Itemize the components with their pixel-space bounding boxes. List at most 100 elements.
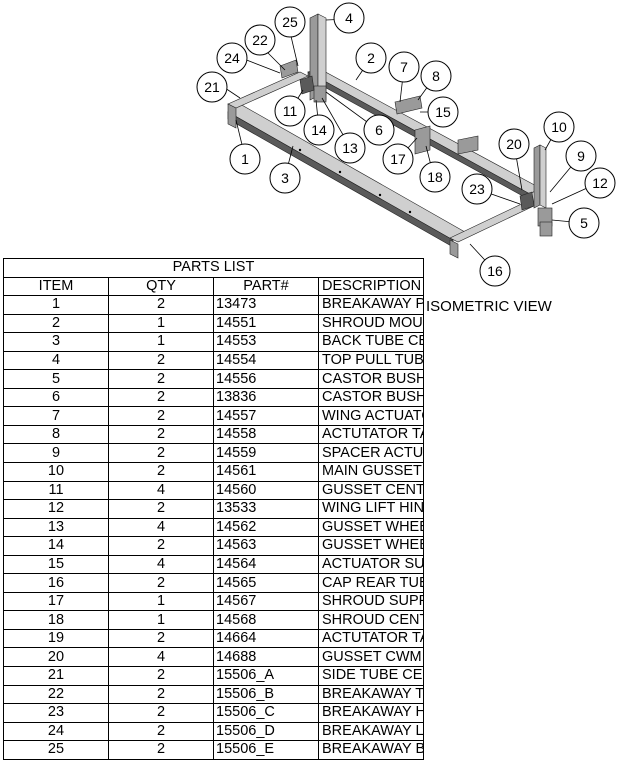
- cell-description: BREAKAWAY BOTTOMING SPACER: [318, 740, 424, 760]
- balloon-16: 16: [479, 255, 511, 287]
- cell-item: 13: [3, 517, 109, 538]
- cell-qty: 2: [108, 573, 214, 593]
- cell-qty: 2: [108, 350, 214, 371]
- cell-part: 14688: [213, 647, 319, 668]
- cell-item: 23: [3, 703, 109, 723]
- balloon-3: 3: [269, 162, 301, 194]
- cell-qty: 2: [108, 443, 214, 464]
- svg-text:14: 14: [311, 122, 327, 138]
- cell-qty: 1: [108, 591, 214, 612]
- header-description: DESCRIPTION: [318, 276, 424, 297]
- balloon-10: 10: [543, 111, 575, 143]
- balloon-24: 24: [216, 42, 248, 74]
- svg-text:18: 18: [427, 169, 443, 185]
- svg-text:11: 11: [283, 103, 298, 119]
- svg-text:22: 22: [252, 32, 268, 48]
- cell-part: 14557: [213, 406, 319, 426]
- cell-qty: 1: [108, 313, 214, 334]
- cell-qty: 2: [108, 666, 214, 686]
- cell-description: GUSSET WHEEL SIDE: [318, 517, 424, 538]
- svg-text:20: 20: [506, 136, 522, 152]
- cell-description: SIDE TUBE CENTER FRAME: [318, 666, 424, 686]
- cell-part: 14565: [213, 573, 319, 593]
- balloon-12: 12: [584, 167, 616, 199]
- svg-text:12: 12: [592, 175, 608, 191]
- cell-qty: 4: [108, 554, 214, 575]
- cell-part: 15506_A: [213, 666, 319, 686]
- cell-item: 22: [3, 684, 109, 705]
- cell-item: 21: [3, 666, 109, 686]
- balloon-7: 7: [388, 51, 420, 83]
- cell-item: 9: [3, 443, 109, 464]
- svg-text:15: 15: [435, 104, 451, 120]
- svg-text:25: 25: [282, 14, 298, 30]
- balloon-14: 14: [303, 114, 335, 146]
- cell-qty: 1: [108, 610, 214, 630]
- svg-text:9: 9: [577, 148, 585, 164]
- balloon-8: 8: [420, 60, 452, 92]
- cell-item: 16: [3, 573, 109, 593]
- cell-part: 14563: [213, 536, 319, 556]
- cell-qty: 2: [108, 499, 214, 519]
- balloon-20: 20: [498, 128, 530, 160]
- cell-part: 14560: [213, 480, 319, 501]
- cell-description: SHROUD MOUNT CENTER TUBE: [318, 313, 424, 334]
- cell-description: GUSSET WHEEL BACK: [318, 536, 424, 556]
- svg-text:6: 6: [375, 122, 383, 138]
- svg-text:2: 2: [367, 50, 375, 66]
- cell-item: 4: [3, 350, 109, 371]
- balloon-5: 5: [568, 207, 600, 239]
- cell-part: 14561: [213, 462, 319, 482]
- cell-description: GUSSET CENTER FRAME: [318, 480, 424, 501]
- cell-description: SHROUD SUPPORT CENTER POST: [318, 591, 424, 612]
- cell-qty: 2: [108, 703, 214, 723]
- cell-description: BREAKAWAY HINGE CHANNEL: [318, 703, 424, 723]
- cell-part: 15506_C: [213, 703, 319, 723]
- cell-description: ACTUTATOR TAB SHORT: [318, 628, 424, 649]
- cell-item: 24: [3, 721, 109, 742]
- cell-part: 14558: [213, 424, 319, 445]
- cell-item: 3: [3, 332, 109, 352]
- cell-item: 17: [3, 591, 109, 612]
- cell-description: BREAKAWAY TUBE STANDOFF: [318, 684, 424, 705]
- cell-description: MAIN GUSSET CENTER FRAME: [318, 462, 424, 482]
- svg-text:8: 8: [432, 68, 440, 84]
- balloon-22: 22: [244, 24, 276, 56]
- header-qty: QTY: [108, 276, 214, 297]
- cell-qty: 4: [108, 480, 214, 501]
- cell-description: BREAKAWAY LOWER CHANNEL: [318, 721, 424, 742]
- cell-item: 6: [3, 387, 109, 408]
- cell-qty: 2: [108, 387, 214, 408]
- cell-description: BREAKAWAY PIVOT WA/FA: [318, 295, 424, 315]
- cell-description: CASTOR BUSHING MOUNT: [318, 369, 424, 389]
- cell-part: 14567: [213, 591, 319, 612]
- cell-item: 14: [3, 536, 109, 556]
- svg-text:10: 10: [551, 119, 567, 135]
- cell-part: 13533: [213, 499, 319, 519]
- svg-text:3: 3: [281, 170, 289, 186]
- svg-text:21: 21: [204, 79, 220, 95]
- cell-part: 15506_E: [213, 740, 319, 760]
- cell-part: 13473: [213, 295, 319, 315]
- cell-qty: 2: [108, 721, 214, 742]
- balloon-18: 18: [419, 161, 451, 193]
- cell-description: BACK TUBE CENTER FRAME: [318, 332, 424, 352]
- cell-qty: 2: [108, 406, 214, 426]
